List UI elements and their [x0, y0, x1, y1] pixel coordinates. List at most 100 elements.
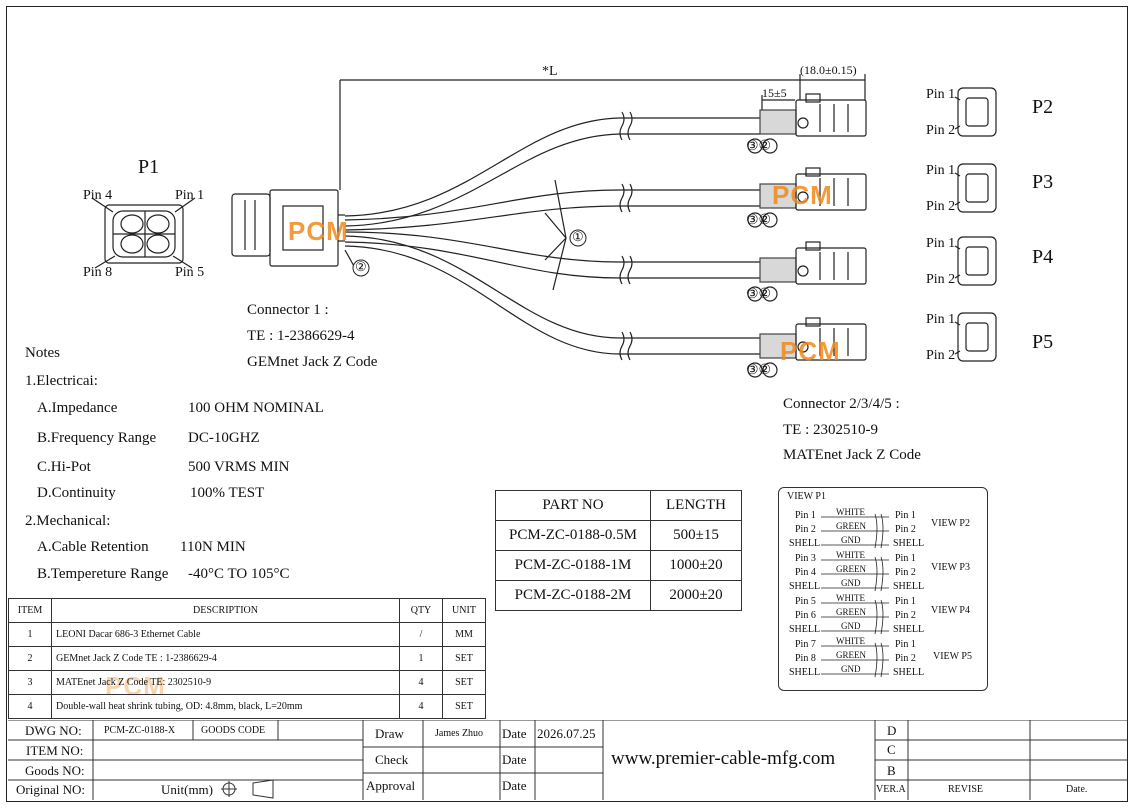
- p2-pin2: Pin 2: [926, 123, 956, 138]
- view-shell: SHELL: [789, 538, 821, 549]
- callout-32-p2: ③②: [746, 139, 772, 154]
- connector1-line2: TE : 1-2386629-4: [247, 328, 355, 344]
- p1-pin4: Pin 4: [83, 188, 113, 203]
- cable-p2-top: [344, 117, 760, 217]
- note-value: DC-10GHZ: [188, 430, 260, 446]
- view-pin: Pin 1: [895, 596, 916, 607]
- table-header: QTY: [399, 598, 443, 623]
- wire-white: WHITE: [836, 593, 865, 603]
- right-faces: [954, 87, 997, 362]
- table-header: LENGTH: [650, 490, 742, 521]
- wiring-views-box: VIEW P1 Pin 1 Pin 2 SHELL WHITE GREEN GN…: [778, 487, 988, 691]
- view-pin: Pin 6: [795, 610, 816, 621]
- table-cell: 2000±20: [650, 580, 742, 611]
- note-value: -40°C TO 105°C: [188, 566, 290, 582]
- view-pin: Pin 1: [795, 510, 816, 521]
- table-cell: MATEnet Jack Z Code TE: 2302510-9: [51, 670, 400, 695]
- view-shell: SHELL: [789, 667, 821, 678]
- date-value: 2026.07.25: [537, 726, 596, 741]
- view-shell: SHELL: [893, 624, 925, 635]
- draw-label: Draw: [375, 726, 404, 741]
- note-key: B.Frequency Range: [37, 430, 157, 446]
- view-pin: Pin 5: [795, 596, 816, 607]
- table-cell: /: [399, 622, 443, 647]
- wire-gnd: GND: [841, 621, 861, 631]
- table-row: PCM-ZC-0188-1M 1000±20: [495, 550, 742, 581]
- table-cell: PCM-ZC-0188-1M: [495, 550, 651, 581]
- drawing-frame: [6, 6, 1128, 802]
- dwg-no-value: PCM-ZC-0188-X: [104, 725, 176, 736]
- p4-pin1: Pin 1: [926, 236, 956, 251]
- view-pin: Pin 1: [895, 510, 916, 521]
- table-row: 2 GEMnet Jack Z Code TE : 1-2386629-4 1 …: [8, 646, 486, 671]
- table-row: 4 Double-wall heat shrink tubing, OD: 4.…: [8, 694, 486, 719]
- p3-pin2: Pin 2: [926, 199, 956, 214]
- table-cell: PCM-ZC-0188-0.5M: [495, 520, 651, 551]
- connector2-line1: Connector 2/3/4/5 :: [783, 396, 900, 412]
- wire-white: WHITE: [836, 507, 865, 517]
- p1-pin5: Pin 5: [175, 265, 205, 280]
- bom-table: ITEM DESCRIPTION QTY UNIT 1 LEONI Dacar …: [8, 598, 486, 719]
- view-pin: Pin 1: [895, 553, 916, 564]
- callout-1-circle: [569, 229, 587, 247]
- watermark-logo: PCM: [288, 216, 349, 246]
- wire-gnd: GND: [841, 664, 861, 674]
- view-pin: Pin 4: [795, 567, 816, 578]
- notes-title: Notes: [25, 345, 60, 361]
- callout-2-circle: [352, 259, 370, 277]
- view-pin: Pin 2: [895, 567, 916, 578]
- note-value: 100% TEST: [190, 485, 265, 501]
- note-value: 110N MIN: [180, 539, 246, 555]
- table-cell: PCM-ZC-0188-2M: [495, 580, 651, 611]
- views-title: VIEW P1: [787, 491, 826, 502]
- dwg-no-label: DWG NO:: [25, 723, 82, 738]
- dim-length: *L: [542, 64, 558, 79]
- callout-32-p5: ③②: [746, 363, 772, 378]
- view-pin: Pin 8: [795, 653, 816, 664]
- note-key: D.Continuity: [37, 485, 116, 501]
- table-cell: 4: [399, 670, 443, 695]
- note-key: B.Tempereture Range: [37, 566, 169, 582]
- wire-gnd: GND: [841, 578, 861, 588]
- table-cell: MM: [442, 622, 486, 647]
- p1-pin1: Pin 1: [175, 188, 205, 203]
- view-shell: SHELL: [789, 624, 821, 635]
- table-row: PCM-ZC-0188-0.5M 500±15: [495, 520, 742, 551]
- p3-pin1: Pin 1: [926, 163, 956, 178]
- table-header-row: PART NO LENGTH: [495, 490, 742, 521]
- watermark-logo: PCM: [772, 180, 833, 210]
- note-value: 500 VRMS MIN: [188, 459, 290, 475]
- ver-label: VER.A: [876, 784, 906, 795]
- dim-heatshrink: 15±5: [762, 86, 787, 100]
- p1-label: P1: [138, 156, 160, 178]
- view-pin: Pin 2: [895, 524, 916, 535]
- p5-label: P5: [1032, 331, 1054, 353]
- title-block-grid: [8, 720, 1128, 800]
- connector1-line1: Connector 1 :: [247, 302, 329, 318]
- callout-32-p4: ③②: [746, 287, 772, 302]
- note-key: C.Hi-Pot: [37, 459, 91, 475]
- original-no-label: Original NO:: [16, 782, 85, 797]
- view-label: VIEW P2: [931, 518, 970, 529]
- item-no-label: ITEM NO:: [26, 743, 84, 758]
- wire-green: GREEN: [836, 564, 866, 574]
- table-row: 3 MATEnet Jack Z Code TE: 2302510-9 4 SE…: [8, 670, 486, 695]
- revise-label: REVISE: [948, 784, 983, 795]
- connector2-line3: MATEnet Jack Z Code: [783, 447, 921, 463]
- gemnet-connector: [231, 189, 345, 267]
- goods-code-label: GOODS CODE: [201, 725, 266, 736]
- rev-b: B: [887, 763, 896, 778]
- table-cell: LEONI Dacar 686-3 Ethernet Cable: [51, 622, 400, 647]
- rev-d: D: [887, 723, 897, 738]
- date-label: Date: [502, 778, 527, 793]
- p1-pin8: Pin 8: [83, 265, 113, 280]
- table-cell: 4: [399, 694, 443, 719]
- view-shell: SHELL: [893, 667, 925, 678]
- view-pin: Pin 2: [895, 653, 916, 664]
- date-col-label: Date.: [1066, 784, 1088, 795]
- table-cell: Double-wall heat shrink tubing, OD: 4.8m…: [51, 694, 400, 719]
- cable-p3-top: [344, 189, 760, 221]
- cable-p4-top: [344, 231, 760, 263]
- view-label: VIEW P5: [933, 651, 972, 662]
